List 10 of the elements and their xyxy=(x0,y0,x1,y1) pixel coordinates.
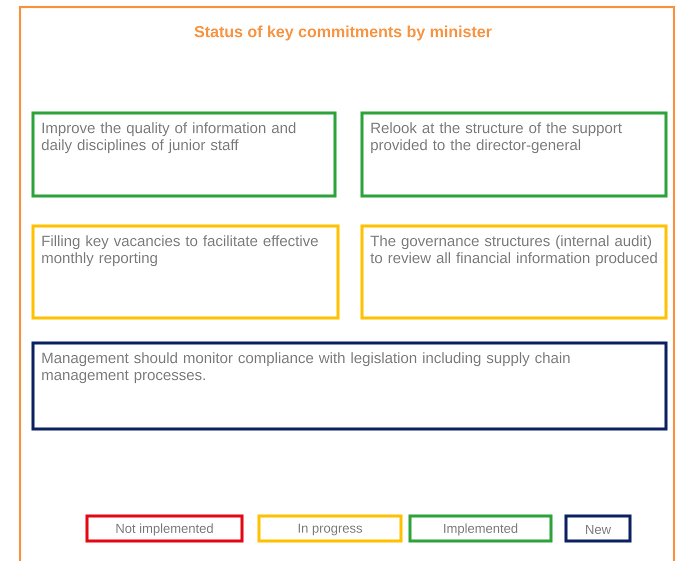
status-box: Improve the quality of information and daily disciplines of junior staff xyxy=(32,112,336,198)
legend-item: Implemented xyxy=(408,514,552,542)
status-box: Filling key vacancies to facilitate effective monthly reporting xyxy=(32,224,340,320)
legend-item: Not implemented xyxy=(86,514,244,542)
status-box: The governance structures (internal audit) to review all financial information produced xyxy=(360,224,668,320)
title: Status of key commitments by minister xyxy=(194,26,492,40)
legend-item: New xyxy=(564,514,632,542)
legend-item: In progress xyxy=(258,514,402,542)
status-box: Management should monitor compliance with legislation including supply chain management processes. xyxy=(32,342,668,430)
status-box: Relook at the structure of the support provided to the director-general xyxy=(360,112,668,198)
